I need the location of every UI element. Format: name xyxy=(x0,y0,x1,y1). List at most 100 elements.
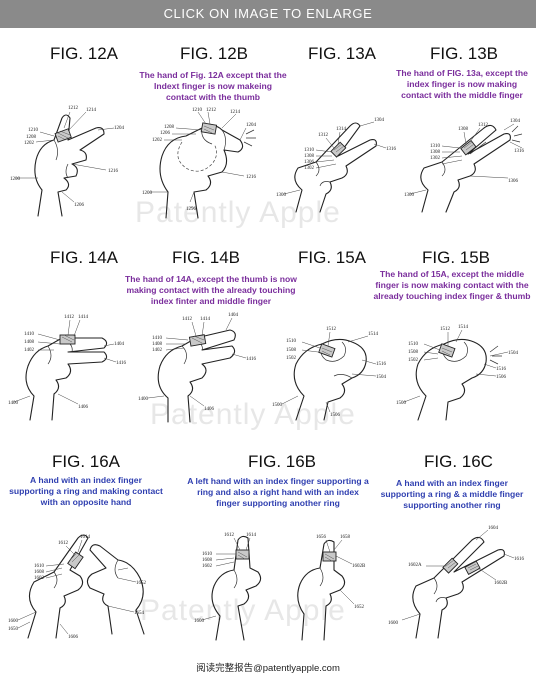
ref-number: 1296 xyxy=(186,207,197,212)
watermark: Patently Apple xyxy=(140,594,346,627)
ref-number: 1408 xyxy=(24,340,35,345)
ref-number: 1654 xyxy=(134,611,145,616)
ref-number: 1202 xyxy=(24,141,35,146)
fig-15a-drawing: 1512 1510 1514 1508 1516 1504 1502 1500 … xyxy=(272,312,394,427)
ref-number: 1308 xyxy=(458,127,469,132)
ref-number: 1608 xyxy=(202,558,213,563)
ref-number: 1612 xyxy=(58,541,69,546)
ref-number: 1302 xyxy=(430,156,441,161)
fig-16a-drawing: 1614 1612 1610 1608 1652 1602 1654 1600 … xyxy=(8,516,158,646)
ref-number: 1516 xyxy=(496,367,507,372)
fig-16b-title: FIG. 16B xyxy=(248,452,317,471)
ref-number: 1608 xyxy=(34,570,45,575)
ref-number: 1308 xyxy=(304,154,315,159)
ref-number: 1504 xyxy=(508,351,519,356)
ref-number: 1204 xyxy=(114,126,125,131)
ref-number: 1610 xyxy=(34,564,45,569)
ref-number: 1410 xyxy=(24,332,35,337)
ref-number: 1600 xyxy=(194,619,205,624)
ref-number: 1414 xyxy=(200,317,211,322)
fig-15a-title: FIG. 15A xyxy=(298,248,367,267)
ref-number: 1406 xyxy=(78,405,89,410)
ref-number: 1206 xyxy=(160,131,171,136)
ref-number: 1206 xyxy=(74,203,85,208)
ref-number: 1516 xyxy=(376,362,387,367)
ref-number: 1410 xyxy=(152,336,163,341)
fig-15b-title: FIG. 15B xyxy=(422,248,491,267)
fig-14b-caption: The hand of 14A, except the thumb is now… xyxy=(125,274,297,306)
ref-number: 1502 xyxy=(286,356,297,361)
ref-number: 1316 xyxy=(386,147,397,152)
ref-number: 1404 xyxy=(114,342,125,347)
ref-number: 1306 xyxy=(304,160,315,165)
ref-number: 1300 xyxy=(276,193,287,198)
ref-number: 1650 xyxy=(8,627,19,632)
ref-number: 1600 xyxy=(388,621,399,626)
ref-number: 1300 xyxy=(404,193,415,198)
ref-number: 1656 xyxy=(316,535,327,540)
ref-number: 1310 xyxy=(304,148,315,153)
ref-number: 1602 xyxy=(34,576,45,581)
fig-12b-drawing: 1210 1212 1208 1206 1202 1214 1204 1216 … xyxy=(142,106,267,224)
ref-number: 1508 xyxy=(408,350,419,355)
watermark: Patently Apple xyxy=(135,196,341,229)
ref-number: 1416 xyxy=(246,357,257,362)
fig-13b-title: FIG. 13B xyxy=(430,44,499,63)
watermark: Patently Apple xyxy=(150,398,356,431)
ref-number: 1500 xyxy=(396,401,407,406)
ref-number: 1204 xyxy=(246,123,257,128)
ref-number: 1610 xyxy=(202,552,213,557)
ref-number: 1614 xyxy=(246,533,257,538)
ref-number: 1210 xyxy=(192,108,203,113)
ref-number: 1512 xyxy=(440,327,451,332)
ref-number: 1508 xyxy=(286,348,297,353)
fig-13b-drawing: 1312 1308 1310 1308 1302 1304 1316 1306 … xyxy=(404,108,528,223)
ref-number: 1306 xyxy=(508,179,519,184)
fig-16b-drawing: 1612 1614 1610 1608 1602 1600 1656 1658 … xyxy=(194,522,374,648)
ref-number: 1200 xyxy=(142,191,153,196)
ref-number: 1506 xyxy=(330,413,341,418)
ref-number: 1316 xyxy=(514,149,525,154)
fig-12b-title: FIG. 12B xyxy=(180,44,249,63)
ref-number: 1308 xyxy=(430,150,441,155)
ref-number: 1652 xyxy=(136,581,147,586)
ref-number: 1406 xyxy=(204,407,215,412)
ref-number: 1212 xyxy=(68,106,79,111)
ref-number: 1216 xyxy=(108,169,119,174)
ref-number: 1402 xyxy=(152,348,163,353)
fig-12b-caption: The hand of Fig. 12A except that the Ind… xyxy=(139,70,287,102)
ref-number: 1604 xyxy=(488,526,499,531)
ref-number: 1408 xyxy=(152,342,163,347)
ref-number: 1302 xyxy=(304,166,315,171)
fig-16b-caption: A left hand with an index finger support… xyxy=(187,476,369,508)
ref-number: 1214 xyxy=(86,108,97,113)
ref-number: 1602 xyxy=(202,564,213,569)
ref-number: 1502 xyxy=(408,358,419,363)
fig-13a-drawing: 1314 1312 1304 1310 1308 1306 1302 1316 … xyxy=(276,108,397,223)
ref-number: 1658 xyxy=(340,535,351,540)
enlarge-banner[interactable]: CLICK ON IMAGE TO ENLARGE xyxy=(0,0,536,28)
ref-number: 1514 xyxy=(368,332,379,337)
patent-figure-sheet[interactable]: Patently Apple Patently Apple Patently A… xyxy=(0,28,536,700)
ref-number: 1414 xyxy=(78,315,89,320)
ref-number: 1602B xyxy=(494,581,508,586)
ref-number: 1304 xyxy=(374,118,385,123)
ref-number: 1412 xyxy=(182,317,193,322)
ref-number: 1312 xyxy=(478,123,489,128)
fig-14a-drawing: 1412 1414 1410 1408 1402 1404 1416 1400 … xyxy=(8,308,127,428)
fig-13b-caption: The hand of FIG. 13a, except the index f… xyxy=(396,68,528,100)
fig-12a-title: FIG. 12A xyxy=(50,44,119,63)
ref-number: 1202 xyxy=(152,138,163,143)
fig-14a-title: FIG. 14A xyxy=(50,248,119,267)
ref-number: 1514 xyxy=(458,325,469,330)
ref-number: 1214 xyxy=(230,110,241,115)
fig-16a-title: FIG. 16A xyxy=(52,452,121,471)
ref-number: 1612 xyxy=(224,533,235,538)
ref-number: 1210 xyxy=(28,128,39,133)
ref-number: 1652 xyxy=(354,605,365,610)
fig-16c-drawing: 1604 1616 1602A 1602B 1600 xyxy=(388,520,528,646)
fig-16c-title: FIG. 16C xyxy=(424,452,493,471)
ref-number: 1512 xyxy=(326,327,337,332)
ref-number: 1310 xyxy=(430,144,441,149)
ref-number: 1602A xyxy=(408,563,422,568)
